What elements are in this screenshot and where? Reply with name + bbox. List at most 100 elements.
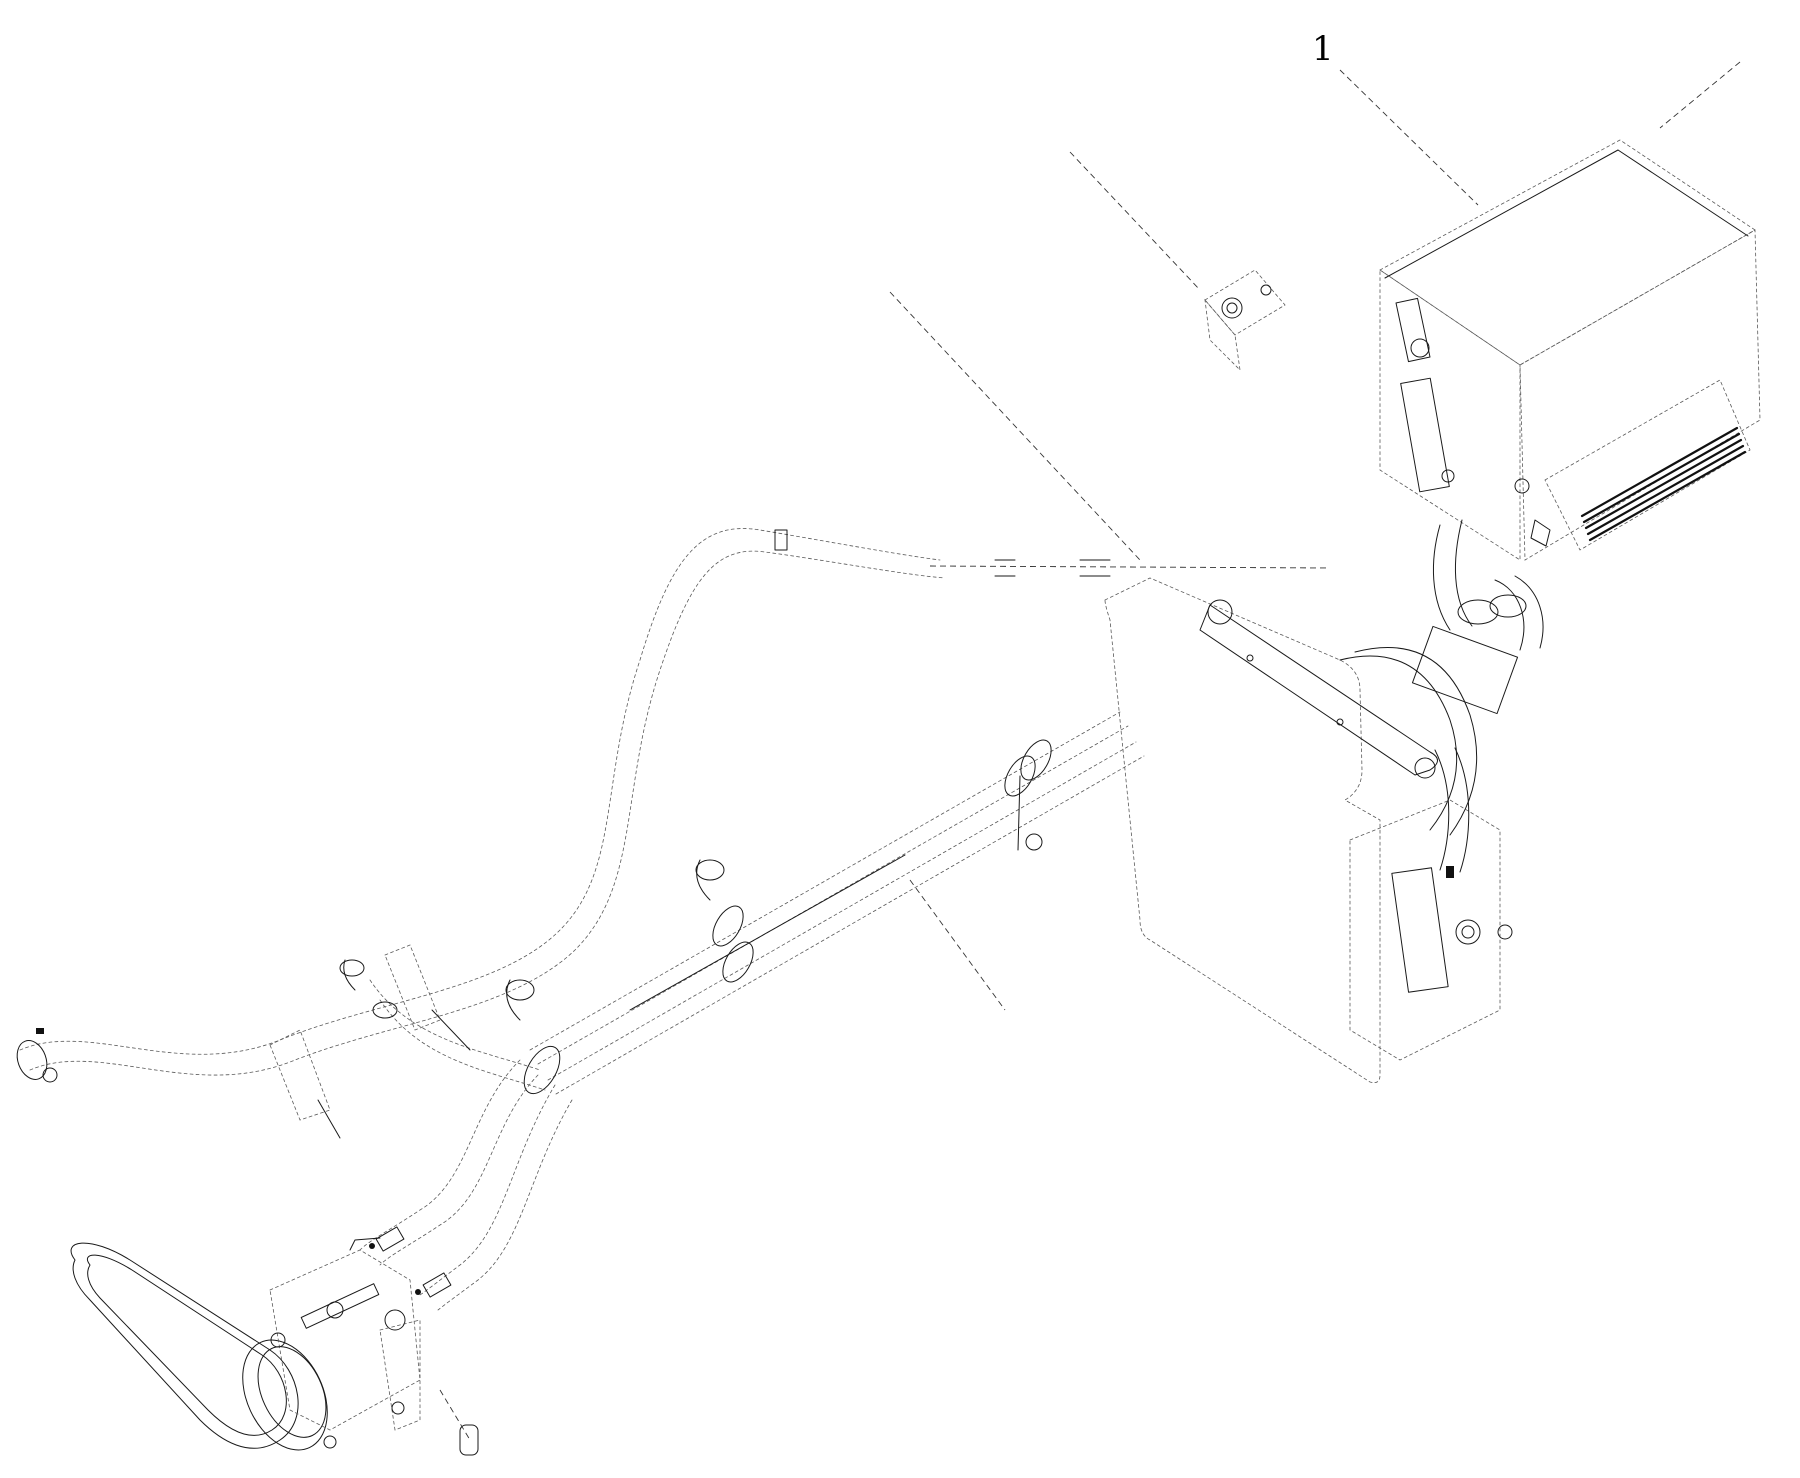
tank-side-panel [1391, 867, 1449, 993]
upper-hose-end-mark [36, 1028, 44, 1034]
bracket-bolt-head [1221, 297, 1243, 319]
hose-bracket-pin-1 [317, 1099, 341, 1139]
pipe-mount-bolt-1 [1025, 833, 1043, 851]
pipe-clamp-3 [712, 905, 744, 947]
leader-lines [439, 61, 1741, 1441]
main-pipe-solid-segment [629, 854, 906, 1011]
unit-hose-outlet-c [1494, 579, 1525, 651]
tank-side-box [1349, 799, 1501, 1061]
unit-hose-outlet-a [1433, 524, 1451, 631]
hose-bracket-plate-2 [384, 944, 441, 1031]
hose-bracket-pin-2 [431, 1009, 471, 1051]
pump-bolt-1 [326, 1301, 344, 1319]
upper-hose-outer [19, 528, 941, 1055]
tank-hose-right-a [1434, 749, 1450, 871]
pump-flange [379, 1319, 421, 1431]
pump-housing [269, 1249, 421, 1431]
unit-front-face [1379, 269, 1521, 561]
branch-hose-a [369, 979, 541, 1071]
branch-hose-b [379, 999, 546, 1091]
pipe-mount-post-2 [696, 859, 711, 901]
small-mount-bracket [1204, 269, 1286, 372]
unit-bolt-1 [1514, 478, 1530, 494]
pump-bolt-3 [270, 1332, 286, 1348]
pump-shaft [300, 1283, 380, 1329]
upper-hose-clip [774, 529, 788, 551]
pump-belt-assembly [70, 1237, 479, 1456]
unit-valve [1530, 519, 1551, 547]
tank-valve-mark [1446, 866, 1454, 878]
lower-s-hoses [359, 1059, 573, 1311]
main-pipe-lower-b [555, 755, 1145, 1095]
unit-lower-bracket [1411, 625, 1519, 715]
main-pipe-run [505, 711, 1145, 1095]
leader-line-4 [1659, 61, 1741, 129]
bracket-front [1204, 298, 1241, 372]
hose-clamp-unit-1 [1457, 599, 1499, 625]
pipe-mount-post-3 [506, 979, 521, 1021]
main-pipe-lower-a [547, 741, 1137, 1081]
pipe-mount-bolt-3 [505, 979, 535, 1001]
tank-rivet-2 [1336, 718, 1344, 726]
pump-flange-bolt [391, 1401, 405, 1415]
radiator-core [1544, 379, 1751, 551]
bracket-bolt-core [1226, 302, 1238, 314]
hose-fitting-1 [369, 1226, 405, 1252]
tank-end-plate-rim [1354, 647, 1478, 836]
unit-side-face [1519, 229, 1761, 561]
pump-inlet [349, 1237, 381, 1251]
tank-body [1104, 577, 1381, 1084]
pump-bolt-2 [384, 1309, 406, 1331]
unit-bolt-2 [1441, 469, 1455, 483]
main-pipe-upper-a [529, 711, 1121, 1051]
hose-bracket-plate-1 [269, 1029, 331, 1121]
unit-port-upper [1410, 338, 1430, 358]
tank-top-rail [1199, 604, 1438, 776]
axis-centerline [929, 565, 1331, 569]
upper-hose-inner [29, 550, 946, 1076]
s-hose-2b [437, 1099, 573, 1311]
unit-bracket-left [1395, 297, 1431, 363]
hose-fitting-2 [415, 1272, 452, 1298]
tank-rail-end-cap [1414, 757, 1436, 779]
callout-1: 1 [1312, 29, 1479, 206]
bracket-top [1204, 269, 1286, 336]
leader-line-3 [889, 291, 1141, 561]
hose-bracket-clamp [372, 1001, 398, 1019]
s-hose-1b [379, 1074, 539, 1266]
tank-bolt [1497, 924, 1513, 940]
leader-line-1 [1339, 69, 1479, 206]
radiator-fins [1580, 426, 1747, 542]
tank-end-plate [1339, 655, 1458, 831]
central-tank [1104, 577, 1513, 1084]
leader-line-5 [909, 879, 1006, 1011]
main-pipe-upper-b [537, 725, 1129, 1065]
pipe-mount-bolt-2 [695, 859, 725, 881]
s-hose-1a [359, 1059, 521, 1251]
drive-belt-outer [70, 1242, 299, 1449]
pipe-mount-post-1 [1017, 775, 1021, 851]
upper-hose-end-fitting [16, 1040, 48, 1080]
leader-line-6 [439, 1389, 471, 1441]
tank-drain-core [1461, 925, 1475, 939]
unit-top-rim [1384, 149, 1619, 279]
bracket-nut [1260, 284, 1272, 296]
tank-drain-fitting [1455, 919, 1481, 945]
pulley-inner [257, 1346, 327, 1438]
pump-bolt-4 [323, 1435, 337, 1449]
unit-mount-plate [1400, 377, 1450, 493]
unit-top-face [1379, 139, 1756, 366]
upper-hose-end-nut [42, 1067, 58, 1083]
leader-line-2 [1069, 151, 1201, 291]
pipe-clamp-4 [722, 941, 754, 983]
upper-heater-unit [1379, 139, 1761, 715]
pipe-clamp-5 [523, 1045, 561, 1095]
unit-hose-outlet-b [1455, 519, 1473, 627]
unit-top-rim-2 [1617, 149, 1749, 237]
pipe-clamp-2 [1020, 739, 1052, 781]
hose-clamp-unit-2 [1489, 594, 1527, 618]
pipe-clamp-1 [1004, 755, 1036, 797]
tank-rivet-1 [1246, 654, 1254, 662]
